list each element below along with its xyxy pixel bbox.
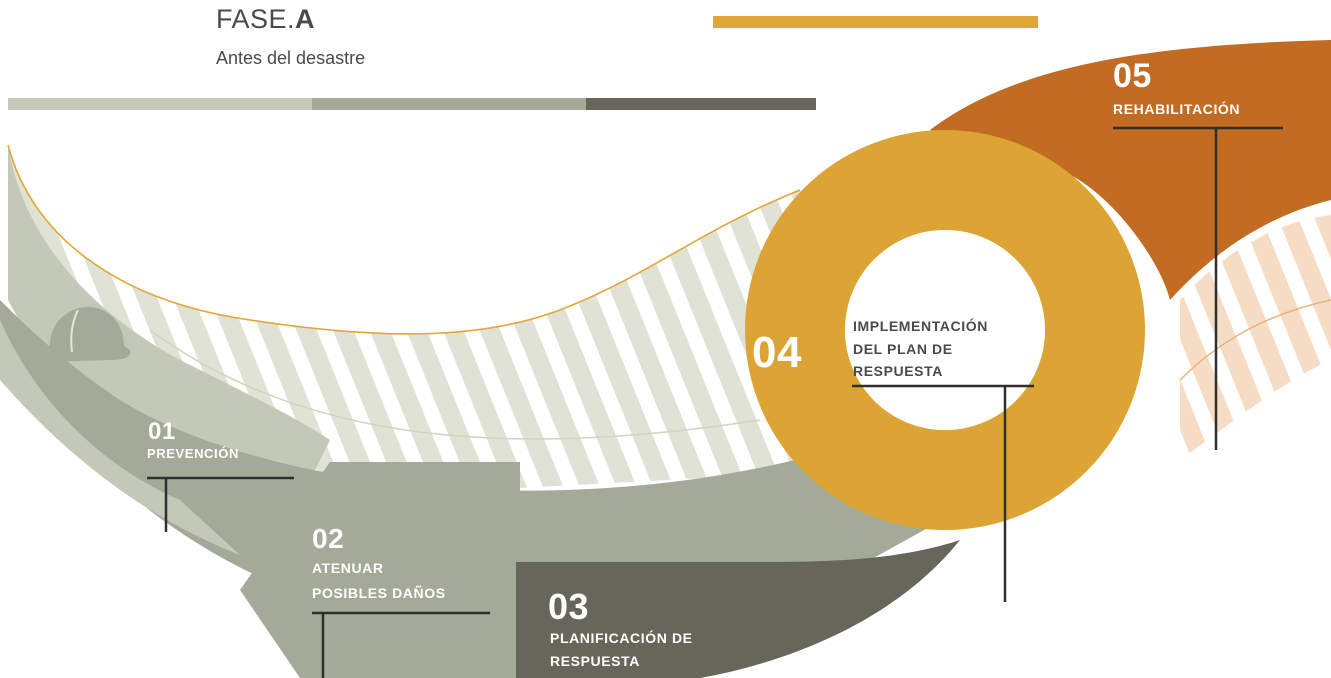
progress-bar-segment-3: [586, 98, 816, 110]
phase-title: FASE.A: [216, 4, 315, 35]
step-05-label: REHABILITACIÓN: [1113, 101, 1241, 117]
hard-hat-icon: [38, 306, 131, 362]
step-04-label-line-2: DEL PLAN DE: [853, 341, 953, 357]
step-03-label-line-1: PLANIFICACIÓN DE: [550, 630, 693, 646]
phase-prefix: FASE.: [216, 4, 296, 34]
inner-arc-line: [149, 329, 761, 440]
progress-bar-segment-2: [312, 98, 586, 110]
gold-top-bar: [713, 16, 1038, 28]
step-02-band: [0, 300, 960, 633]
step-05-number: 05: [1113, 57, 1152, 95]
rehabilitation-striped-band: [1180, 215, 1331, 460]
step-05-shape: [930, 40, 1331, 300]
step-02-label-line-2: POSIBLES DAÑOS: [312, 585, 446, 601]
step-03-shape: [516, 540, 960, 678]
step-01-label: PREVENCIÓN: [147, 446, 239, 461]
step-04-number: 04: [752, 328, 802, 377]
phase-letter: A: [295, 4, 316, 34]
gold-arc-line: [7, 144, 801, 335]
step-01-number: 01: [148, 418, 176, 445]
step-04-label-line-3: RESPUESTA: [853, 363, 943, 379]
step-04-label-line-1: IMPLEMENTACIÓN: [853, 318, 988, 334]
step-01-shape: [8, 145, 330, 500]
progress-bar-segment-1: [8, 98, 312, 110]
phase-subtitle: Antes del desastre: [216, 48, 366, 68]
step-02-label-line-1: ATENUAR: [312, 560, 384, 576]
step-03-label-line-2: RESPUESTA: [550, 653, 640, 669]
callout-lines: [147, 126, 1283, 678]
step-03-number: 03: [548, 586, 590, 627]
step-04-ring-inner: [845, 230, 1045, 430]
rehabilitation-band-line: [1179, 299, 1331, 381]
step-02-shape: [240, 462, 520, 678]
step-02-number: 02: [312, 523, 345, 554]
step-04-ring: [745, 130, 1145, 530]
